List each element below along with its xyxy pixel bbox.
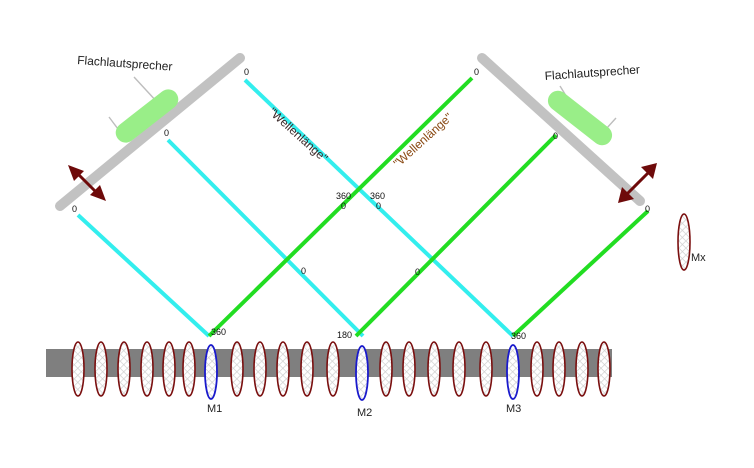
coil <box>402 341 416 397</box>
coil-mx <box>677 213 691 271</box>
right-arrow <box>618 163 657 203</box>
degree-left-mid: 0 <box>164 128 169 138</box>
green-beams <box>207 76 650 338</box>
coil <box>597 341 611 397</box>
coil <box>162 341 176 397</box>
coil <box>140 341 154 397</box>
left-speaker <box>108 76 179 143</box>
coil <box>552 341 566 397</box>
degree-cross-right-360: 360 <box>370 191 385 201</box>
coil <box>94 341 108 397</box>
cyan-beams <box>76 78 515 338</box>
degree-cross-left-360: 360 <box>336 191 351 201</box>
magnet-label-m1: M1 <box>207 403 222 415</box>
green-beam-bottom <box>511 209 650 338</box>
degree-left-bottom: 0 <box>72 204 77 214</box>
degree-right-mid: 0 <box>553 131 558 141</box>
degree-mid-left-0: 0 <box>301 266 306 276</box>
coil <box>71 341 85 397</box>
left-speaker-label: Flachlautsprecher <box>77 53 173 74</box>
cyan-beam-middle <box>166 138 365 338</box>
coil <box>575 341 589 397</box>
coil <box>253 341 267 397</box>
magnet-label-m3: M3 <box>506 403 521 415</box>
green-beam-top <box>207 76 474 338</box>
cyan-beam-bottom <box>76 213 211 338</box>
coil-m3 <box>506 344 520 400</box>
green-beam-middle <box>354 133 558 338</box>
magnet-label-m2: M2 <box>357 407 372 419</box>
degree-right-bottom: 0 <box>645 204 650 214</box>
cyan-beam-top <box>243 78 515 338</box>
coil <box>300 341 314 397</box>
coil-m2 <box>355 345 369 401</box>
degree-mid-right-0: 0 <box>415 267 420 277</box>
green-wavelength-label: "Wellenlänge" <box>391 110 456 170</box>
coil <box>452 341 466 397</box>
right-panel <box>477 53 645 206</box>
coil-m1 <box>204 344 218 400</box>
coil <box>530 341 544 397</box>
magnet-label-mx: Mx <box>691 252 706 264</box>
degree-cross-left-0: 0 <box>341 201 346 211</box>
right-speaker <box>547 85 617 146</box>
degree-m2-180: 180 <box>337 330 352 340</box>
coil <box>379 341 393 397</box>
right-speaker-label: Flachlautsprecher <box>544 62 640 83</box>
degree-m3-360: 360 <box>511 331 526 341</box>
coil <box>276 341 290 397</box>
coil <box>230 341 244 397</box>
degree-cross-right-0: 0 <box>376 201 381 211</box>
degree-left-top: 0 <box>244 67 249 77</box>
degree-right-top: 0 <box>474 67 479 77</box>
coil-row <box>71 341 611 401</box>
cyan-wavelength-label: "Wellenlänge" <box>266 105 331 165</box>
coil <box>182 341 196 397</box>
left-arrow <box>68 165 106 201</box>
coil <box>479 341 493 397</box>
coil <box>117 341 131 397</box>
coil <box>326 341 340 397</box>
left-panel <box>55 53 245 211</box>
degree-m1-360: 360 <box>211 327 226 337</box>
coil <box>427 341 441 397</box>
